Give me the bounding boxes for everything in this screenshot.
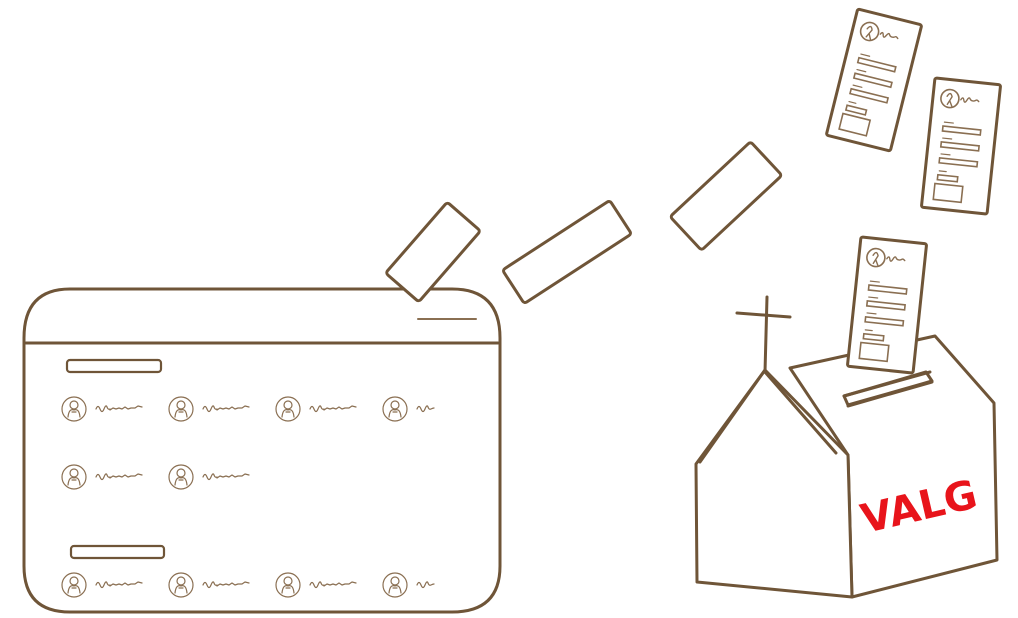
church-cross-icon [737,297,790,372]
flying-ballots [386,142,782,304]
flying-ballot-3 [670,142,782,251]
filled-ballot-1 [826,9,921,151]
flying-ballot-2 [502,200,631,303]
filled-ballot-2 [921,78,1000,214]
list-heading-bar-2 [71,546,164,558]
flying-ballot-1 [386,202,481,302]
list-heading-bar-1 [67,360,161,372]
church-ballot-box: VALG [696,237,997,597]
ballot-entering-slot [847,237,926,373]
candidate-list-window [24,289,500,612]
